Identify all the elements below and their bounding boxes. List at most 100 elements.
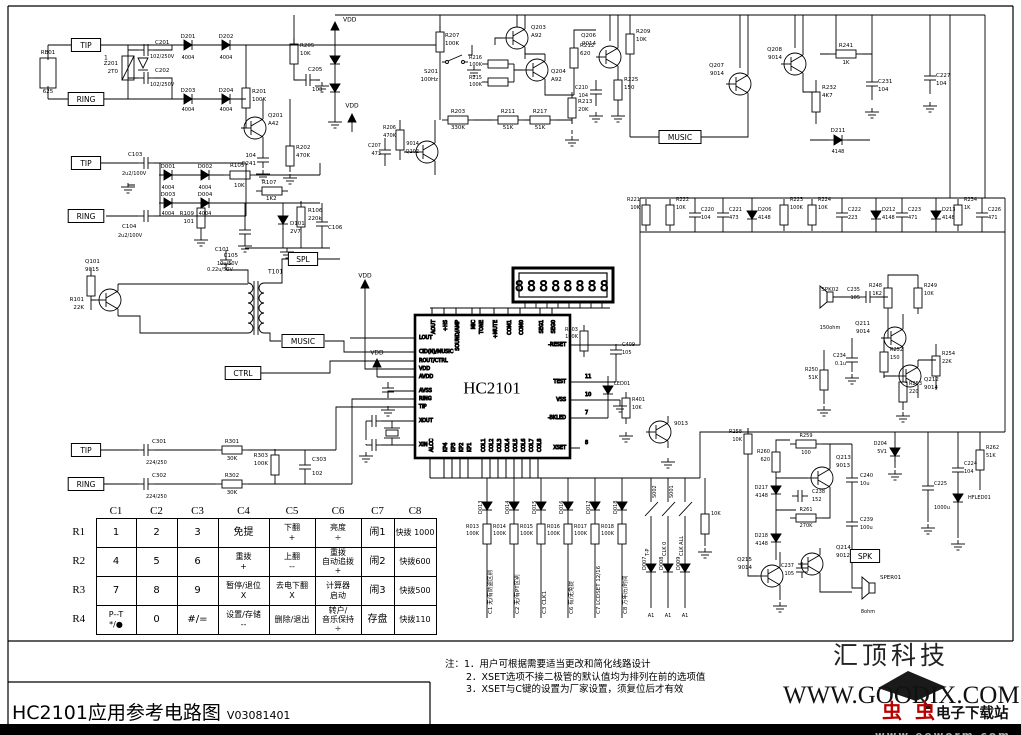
dd-symbol bbox=[889, 443, 901, 463]
npn-symbol bbox=[757, 559, 784, 593]
schematic-label: 4148 bbox=[755, 493, 768, 499]
schematic-label: D201 bbox=[181, 34, 196, 40]
keypad-cell: 快拨500 bbox=[393, 575, 437, 606]
schematic-label: C6 有/无免提 bbox=[567, 581, 575, 614]
note-line: 2．XSET选项不接二极管的默认值均为排列在前的选项值 bbox=[466, 671, 706, 683]
rh-symbol bbox=[255, 186, 289, 196]
schematic-label: R013 bbox=[466, 524, 479, 530]
schematic-label: Q206 bbox=[581, 33, 596, 39]
ic-pin-label: +HS bbox=[443, 320, 449, 331]
schematic-label: D001 bbox=[161, 164, 176, 170]
schematic-label: 100Hz bbox=[420, 77, 438, 83]
wire-path bbox=[580, 344, 640, 419]
cv-symbol bbox=[923, 69, 937, 87]
keypad-cell: 存盘 bbox=[360, 604, 395, 635]
schematic-label: Q214 bbox=[836, 545, 851, 551]
pin-number: 8 bbox=[585, 440, 588, 446]
dd-symbol bbox=[329, 79, 341, 99]
npn-symbol bbox=[522, 53, 549, 87]
schematic-label: D009 bbox=[676, 557, 682, 570]
schematic-label: 9014 bbox=[406, 141, 419, 147]
schematic-label: Q101 bbox=[85, 259, 100, 265]
schematic-label: C225 bbox=[934, 481, 947, 487]
rv-symbol bbox=[563, 517, 573, 551]
keypad-cell: 1 bbox=[95, 517, 137, 548]
gnd-symbol bbox=[564, 135, 580, 147]
schematic-label: R203 bbox=[451, 109, 466, 115]
ic-pin-label: XSET bbox=[553, 445, 567, 451]
schematic-label: 4148 bbox=[758, 215, 771, 221]
schematic-label: R301 bbox=[225, 439, 239, 445]
schematic-label: 1K bbox=[964, 205, 971, 211]
rh-symbol bbox=[215, 479, 249, 489]
keypad-cell: 下翻 + bbox=[268, 517, 316, 548]
tip-box bbox=[70, 443, 102, 457]
tip-label: TIP bbox=[79, 159, 92, 168]
ic-pin-label: SEG0 bbox=[551, 320, 557, 333]
ic-pin-label: MIC bbox=[471, 319, 477, 329]
schematic-label: 2T0 bbox=[108, 69, 119, 75]
schematic-label: 9015 bbox=[85, 267, 99, 273]
schematic-label: SPK02 bbox=[821, 287, 838, 293]
schematic-label: A92 bbox=[551, 77, 562, 83]
dr-symbol bbox=[158, 169, 178, 181]
ic-pin-label: COL6 bbox=[521, 439, 527, 452]
watermark-download-site: 电子下载站 bbox=[936, 706, 1009, 722]
keypad-col-header: C5 bbox=[285, 505, 299, 517]
lcd-digits: 88888888 bbox=[514, 277, 611, 296]
tip-label: TIP bbox=[79, 446, 92, 455]
schematic-label: HFLED01 bbox=[968, 495, 991, 501]
note-line: 注：1．用户可根据需要适当更改和简化线路设计 bbox=[445, 659, 651, 670]
schematic-label: R206 bbox=[383, 125, 396, 131]
keypad-cell: 去电下翻 X bbox=[268, 575, 316, 606]
schematic-label: VDD bbox=[343, 17, 357, 24]
schematic-label: 10K bbox=[300, 51, 311, 57]
dd-symbol bbox=[870, 206, 882, 226]
schematic-label: 10K bbox=[632, 405, 642, 411]
rv-symbol bbox=[779, 198, 789, 232]
schematic-label: R232 bbox=[822, 85, 836, 91]
schematic-label: 224/250 bbox=[146, 460, 167, 466]
rh-symbol bbox=[523, 115, 557, 125]
rv-symbol bbox=[590, 517, 600, 551]
schematic-label: D203 bbox=[181, 88, 196, 94]
xtl-symbol bbox=[383, 420, 401, 446]
schematic-label: 471 bbox=[988, 215, 998, 221]
schematic-label: 10K bbox=[630, 205, 640, 211]
schematic-label: C2 无/有PT区别 bbox=[513, 574, 521, 614]
keypad-cell: 快拨600 bbox=[393, 546, 437, 577]
wire-path bbox=[629, 15, 931, 345]
cv-symbol bbox=[688, 206, 702, 224]
schematic-label: 4004 bbox=[182, 107, 195, 113]
page-title: HC2101应用参考电路图 bbox=[12, 702, 221, 724]
schematic-label: C103 bbox=[128, 152, 143, 158]
schematic-label: C210 bbox=[575, 85, 588, 91]
dr-symbol bbox=[158, 197, 178, 209]
vdd-symbol bbox=[372, 358, 382, 378]
rv-symbol bbox=[579, 324, 589, 358]
schematic-label: 1K2 bbox=[872, 291, 882, 297]
schematic-label: 4004 bbox=[162, 185, 175, 191]
wire-path bbox=[430, 431, 733, 618]
schematic-label: C207 bbox=[368, 143, 381, 149]
schematic-label: C202 bbox=[155, 68, 169, 74]
ic-pin-label: KP1 bbox=[467, 443, 473, 452]
rv-symbol bbox=[883, 281, 893, 315]
schematic-label: R016 bbox=[547, 524, 560, 530]
schematic-label: R209 bbox=[636, 29, 651, 35]
schematic-label: 620 bbox=[580, 51, 591, 57]
schematic-label: C231 bbox=[878, 79, 892, 85]
schematic-label: R211 bbox=[501, 109, 515, 115]
ch-symbol bbox=[365, 414, 383, 428]
schematic-label: 625 bbox=[43, 89, 54, 95]
schematic-label: R258 bbox=[729, 429, 742, 435]
lcd-display: 88888888 bbox=[511, 266, 615, 304]
gnd-symbol bbox=[618, 431, 634, 443]
ic-pin-label: +MUTE bbox=[493, 320, 499, 338]
schematic-label: 2u2/100V bbox=[122, 171, 147, 177]
keypad-cell: 快拨110 bbox=[393, 604, 437, 635]
schematic-label: C205 bbox=[308, 67, 323, 73]
schematic-label: 100K bbox=[445, 41, 459, 47]
wire-path bbox=[100, 398, 405, 485]
schematic-label: R303 bbox=[254, 453, 269, 459]
